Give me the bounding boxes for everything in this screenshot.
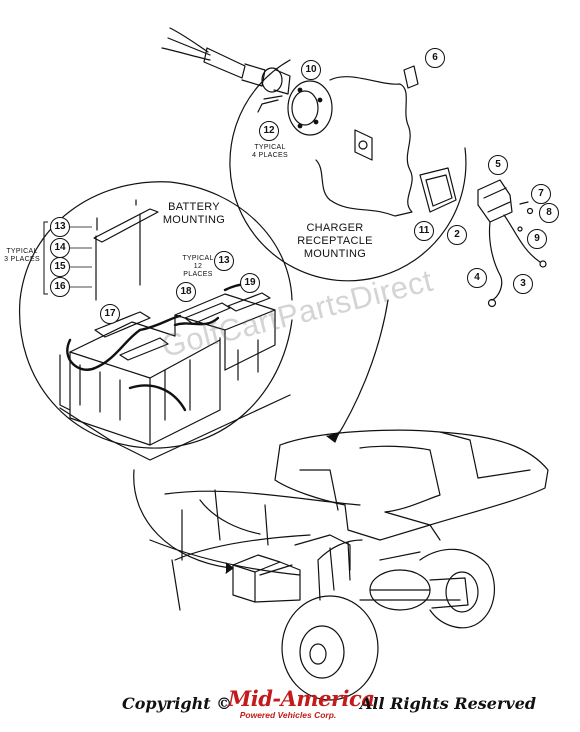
callout-11: 11	[414, 221, 434, 241]
rear-right-wheel	[419, 548, 496, 629]
logo-main-text: Mid-America	[228, 686, 375, 711]
charger-leader-arrow	[334, 299, 389, 441]
callout-13b: 13	[214, 251, 234, 271]
charger-detail-circle	[229, 59, 467, 282]
logo-sub-text: Powered Vehicles Corp.	[239, 710, 337, 720]
receptacle-flange	[257, 80, 333, 136]
battery-leader-arrow	[133, 469, 231, 569]
callout-6: 6	[425, 48, 445, 68]
charger-plug-cord	[161, 27, 291, 95]
bezel-cover	[403, 65, 419, 89]
roll-bar	[317, 539, 363, 601]
callout-18: 18	[176, 282, 196, 302]
mid-america-logo: Mid-America Powered Vehicles Corp.	[228, 686, 375, 722]
callout-19: 19	[240, 273, 260, 293]
battery-tray	[59, 394, 291, 461]
charger-receptacle-harness	[477, 179, 547, 308]
callout-8: 8	[539, 203, 559, 223]
callout-9: 9	[527, 229, 547, 249]
callout-17: 17	[100, 304, 120, 324]
callout-7: 7	[531, 184, 551, 204]
vehicle-batteries	[232, 534, 351, 603]
frame-and-seat	[149, 489, 361, 611]
callout-3: 3	[513, 274, 533, 294]
typical-3-places-label: TYPICAL 3 PLACES	[4, 248, 40, 263]
rear-left-wheel	[281, 595, 379, 701]
callout-4: 4	[467, 268, 487, 288]
hold-down-plate	[93, 199, 159, 301]
callout-2: 2	[447, 225, 467, 245]
typical-12-places-label: TYPICAL 12 PLACES	[182, 255, 214, 278]
battery-cables	[66, 281, 252, 412]
rear-body	[274, 429, 549, 541]
rights-text: All Rights Reserved	[360, 694, 537, 713]
callout-13: 13	[50, 217, 70, 237]
callout-10: 10	[301, 60, 321, 80]
callout-15: 15	[50, 257, 70, 277]
body-panel	[315, 76, 413, 217]
battery-mounting-label: BATTERY MOUNTING	[162, 201, 226, 226]
motor-and-axle	[359, 551, 469, 611]
battery-pack	[59, 292, 276, 446]
typical-4-places-label: TYPICAL 4 PLACES	[252, 144, 288, 159]
charger-mounting-label: CHARGER RECEPTACLE MOUNTING	[297, 222, 373, 260]
battery-detail-circle	[18, 181, 293, 449]
callout-16: 16	[50, 277, 70, 297]
copyright-text: Copyright ©	[122, 694, 233, 713]
callout-12: 12	[259, 121, 279, 141]
receptacle-gasket	[419, 167, 457, 213]
callout-5: 5	[488, 155, 508, 175]
